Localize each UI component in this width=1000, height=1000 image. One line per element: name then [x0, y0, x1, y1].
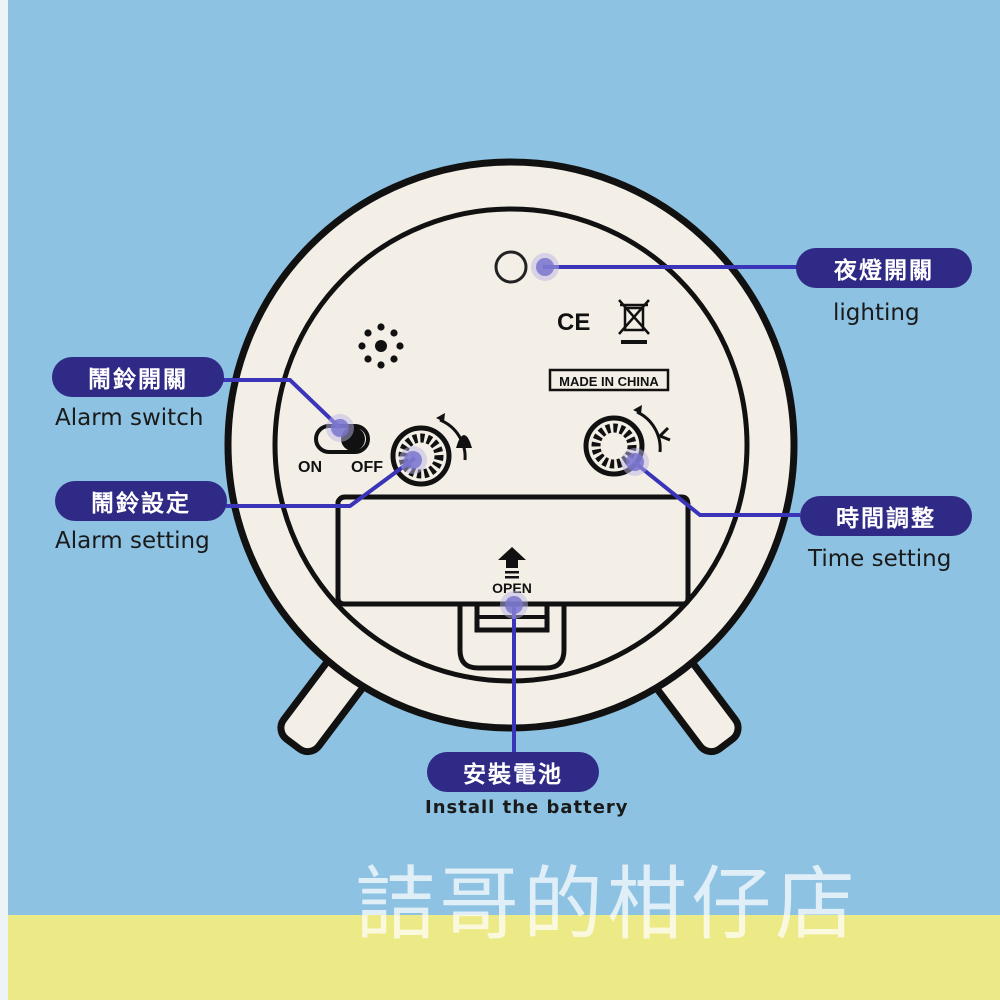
battery-compartment: [335, 494, 691, 607]
install-battery-label-en: Install the battery: [425, 797, 629, 818]
open-arrow-icon: [498, 547, 526, 579]
watermark: 詰哥的柑仔店: [355, 858, 859, 951]
alarm-switch-label-zh: 鬧鈴開關: [52, 357, 224, 397]
lighting-label-zh: 夜燈開關: [796, 248, 972, 288]
time-setting-label-en: Time setting: [808, 546, 952, 572]
left-edge: [0, 0, 8, 1000]
made-in-china-text: MADE IN CHINA: [559, 374, 659, 389]
alarm-setting-label-en: Alarm setting: [55, 528, 210, 554]
time-setting-label-zh: 時間調整: [800, 496, 972, 536]
made-in-china-box: [548, 368, 670, 392]
ce-mark: CE: [557, 309, 590, 336]
switch-on-label: ON: [298, 459, 322, 476]
lighting-label-en: lighting: [833, 300, 920, 326]
clock-inner-ring: [272, 206, 750, 684]
switch-off-label: OFF: [351, 459, 383, 476]
speaker-holes-icon: [358, 323, 404, 369]
night-light-button-icon: [494, 250, 528, 284]
install-battery-label-zh: 安裝電池: [427, 752, 599, 792]
open-label: OPEN: [492, 580, 532, 596]
callout-lines: [222, 265, 800, 757]
time-setting-knob-icon: [583, 405, 671, 477]
weee-bin-icon: [618, 299, 650, 344]
alarm-switch-label-en: Alarm switch: [55, 405, 204, 431]
alarm-setting-label-zh: 鬧鈴設定: [55, 481, 227, 521]
background-yellow-band: [0, 915, 1000, 1000]
